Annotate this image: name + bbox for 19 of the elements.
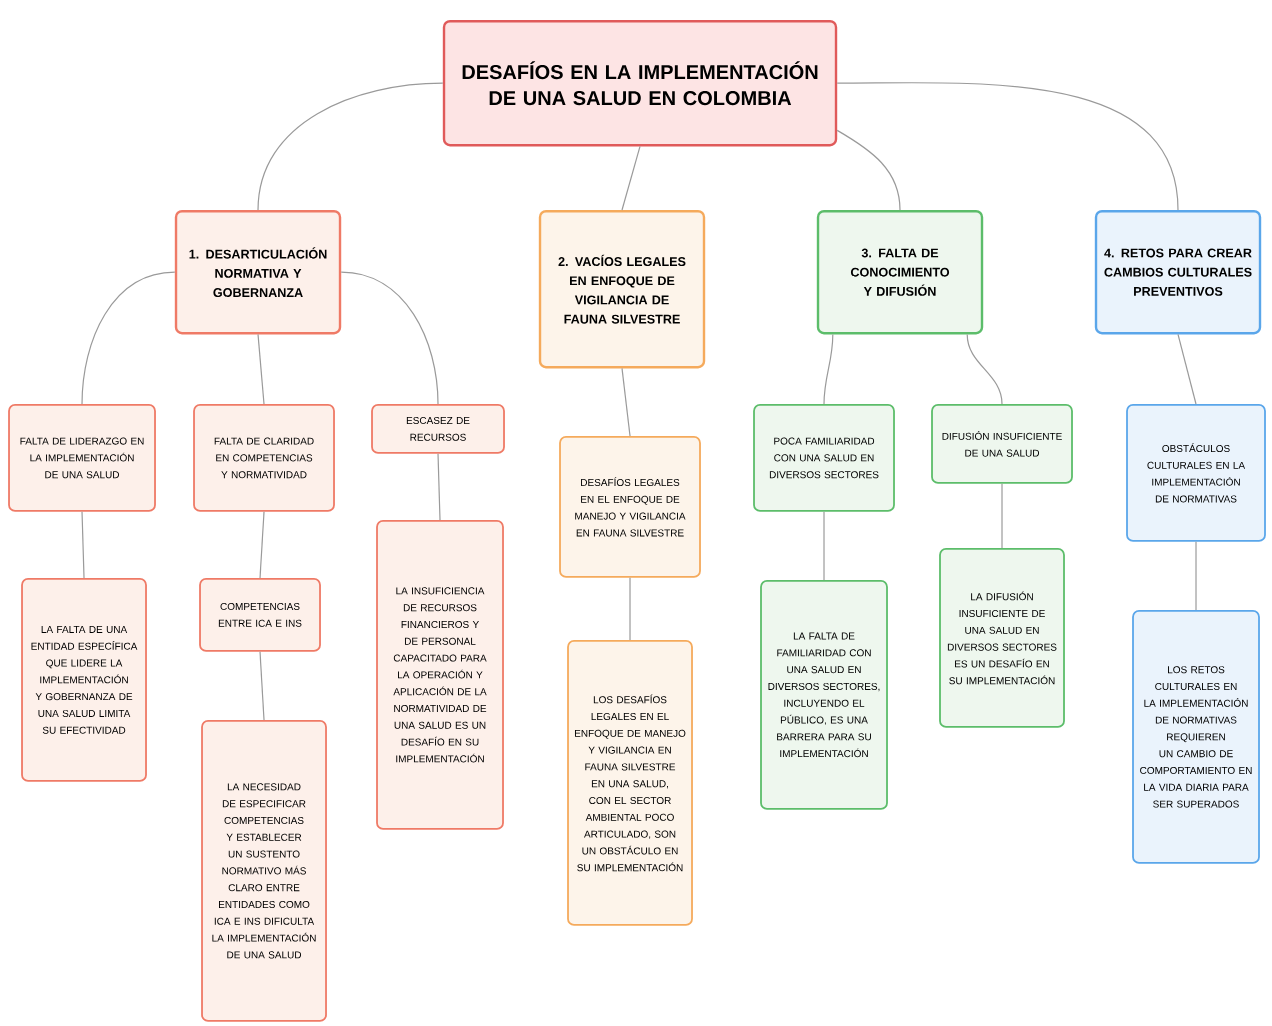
connector <box>823 511 825 581</box>
connector <box>1177 333 1197 405</box>
connector <box>836 129 901 211</box>
connector <box>259 511 265 579</box>
connector <box>257 333 265 405</box>
connector <box>1195 541 1197 611</box>
connector <box>621 145 641 211</box>
connector <box>81 271 176 405</box>
connector <box>621 367 631 437</box>
connector <box>966 333 1003 405</box>
connector <box>1001 483 1003 549</box>
title-box: DESAFÍOS EN LA IMPLEMENTACIÓN DE UNA SALUD EN COLOMBIA <box>442 20 838 147</box>
connector <box>629 577 631 641</box>
connector <box>259 651 265 721</box>
connector <box>437 453 441 521</box>
connector <box>836 82 1179 211</box>
connector <box>257 82 444 211</box>
connector <box>81 511 85 579</box>
connector <box>340 271 439 405</box>
